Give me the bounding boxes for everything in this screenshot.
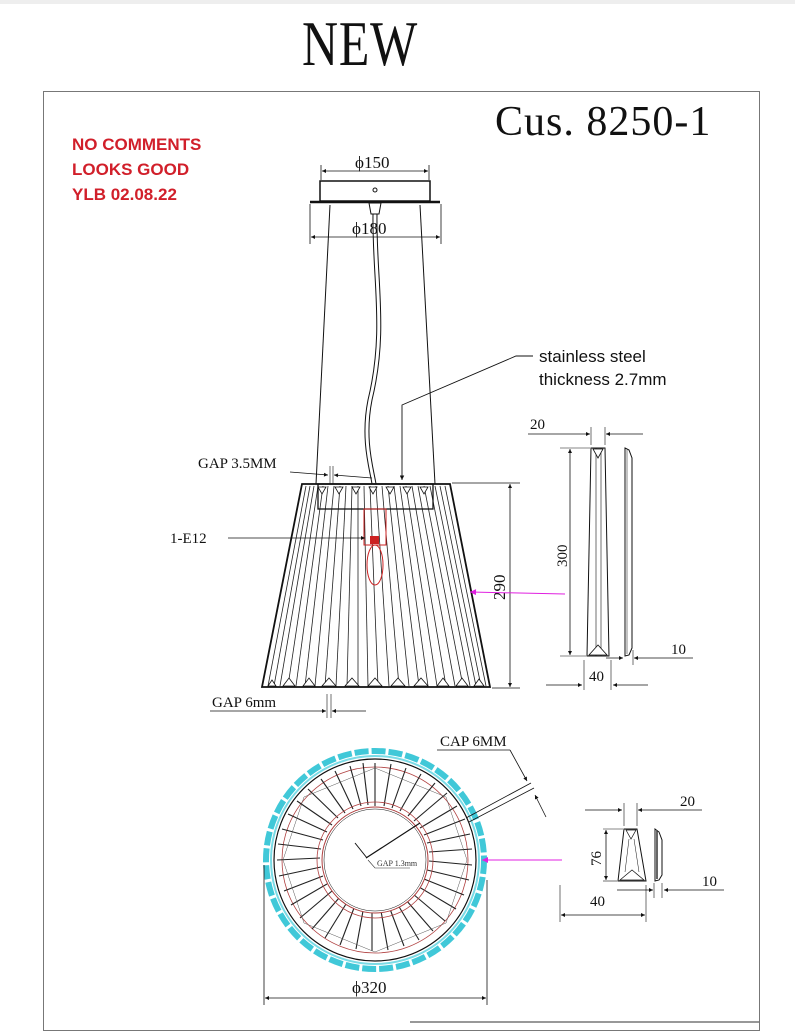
bulb-icon	[366, 544, 384, 586]
bulb-base	[370, 536, 379, 544]
bulb-label: 1-E12	[170, 531, 207, 547]
approval-line-3: YLB 02.08.22	[72, 185, 177, 204]
crystal-top-width-label: 20	[680, 794, 695, 810]
inner-gap-label: GAP 1.3mm	[377, 859, 418, 868]
cap-label: CAP 6MM	[440, 734, 507, 750]
crystal-top-detail: 20 76 10 40	[559, 794, 724, 922]
side-view: ϕ150 ϕ180 stainless steel thickness 2.7m…	[170, 153, 667, 718]
crystal-length-label: 300	[555, 545, 571, 568]
crystal-width-top-label: 20	[530, 417, 545, 433]
magenta-pointer	[469, 589, 566, 596]
gap-bottom-label: GAP 6mm	[212, 695, 276, 711]
canopy-diameter-label: ϕ150	[355, 153, 389, 172]
gap-top-label: GAP 3.5MM	[198, 456, 277, 472]
model-number: Cus. 8250-1	[495, 99, 712, 145]
crystal-top-thickness-label: 10	[702, 874, 717, 890]
approval-line-1: NO COMMENTS	[72, 135, 202, 154]
material-note-line2: thickness 2.7mm	[539, 370, 667, 389]
top-view: CAP 6MM GAP 1.3mm ϕ320	[263, 734, 562, 1005]
shade-height-label: 290	[490, 575, 509, 601]
approval-line-2: LOOKS GOOD	[72, 160, 190, 179]
inner-ring	[321, 806, 429, 914]
mount-diameter-label: ϕ180	[352, 219, 386, 238]
crystal-shade	[260, 483, 492, 688]
crystal-side-detail: 20 300 10 40	[528, 417, 693, 690]
crystal-thickness-label: 10	[671, 642, 686, 658]
canopy	[319, 180, 431, 202]
crystal-top-length-label: 76	[589, 851, 605, 867]
top-edge	[0, 0, 795, 4]
page-title: NEW	[301, 8, 419, 79]
crystal-width-bottom-label: 40	[589, 669, 604, 685]
radial-crystals	[276, 762, 473, 951]
crystal-top-width-bottom-label: 40	[590, 894, 605, 910]
outer-diameter-label: ϕ320	[352, 978, 386, 997]
material-note-line1: stainless steel	[539, 347, 646, 366]
approval-stamp: NO COMMENTS LOOKS GOOD YLB 02.08.22	[72, 132, 201, 207]
